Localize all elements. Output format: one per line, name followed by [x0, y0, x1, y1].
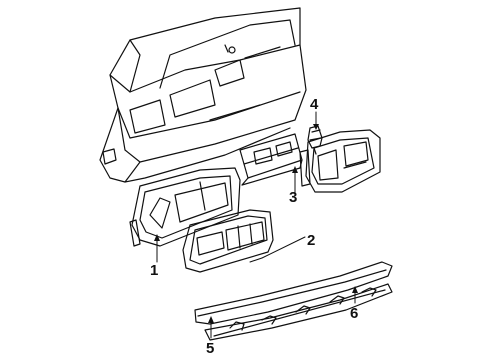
license-lamp-bracket [239, 133, 303, 186]
car-rear-body [99, 7, 307, 183]
center-lamp-panel [182, 209, 274, 273]
left-tail-lamp-lens [129, 167, 241, 247]
callout-4: 4 [310, 96, 319, 113]
callout-2: 2 [307, 232, 316, 249]
callout-5: 5 [206, 340, 215, 357]
callout-1: 1 [150, 262, 159, 279]
right-tail-lamp-lens [299, 129, 381, 193]
arrowheads [154, 124, 358, 323]
energy-absorber [204, 283, 393, 341]
callout-3: 3 [289, 189, 298, 206]
callout-6: 6 [350, 305, 359, 322]
bumper-fascia [194, 261, 393, 325]
